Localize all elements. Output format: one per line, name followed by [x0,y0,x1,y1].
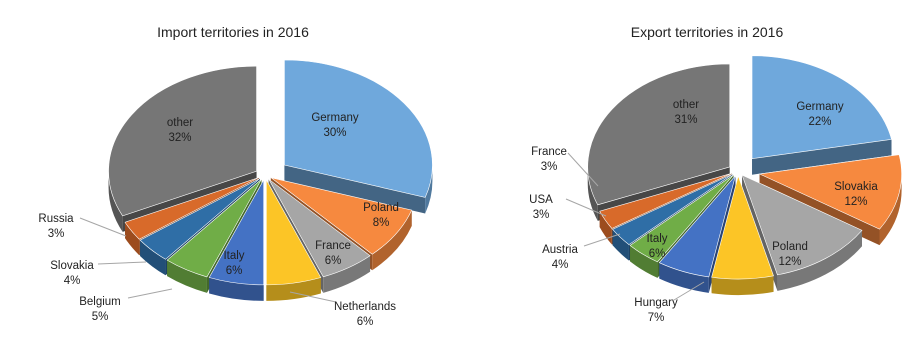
export-leader-line-usa [565,198,607,217]
export-label-value-slovakia: 12% [844,196,867,208]
import-slice-rim-0-france [323,255,371,293]
import-label-name-belgium: Belgium [79,296,121,308]
export-label-value-austria: 4% [552,259,569,271]
import-slice-italy [208,178,264,301]
import-slice-top-netherlands [266,178,322,286]
import-slice-top-belgium [166,179,262,278]
import-label-name-russia: Russia [38,213,74,225]
import-label-name-poland: Poland [363,202,399,214]
export-leader-line-france [567,152,599,187]
import-leader-line-russia [79,217,127,237]
import-slice-rim-0-italy [209,277,264,301]
export-slice-rim-0-france [599,211,612,245]
export-slice-rim-0-poland [777,230,863,291]
export-slice-top-other [587,63,731,206]
export-label-name-slovakia: Slovakia [834,181,878,193]
export-chart-title: Export territories in 2016 [631,24,784,40]
export-label-value-usa: 3% [533,209,550,221]
export-slice-top-hungary [711,175,774,280]
import-label-value-poland: 8% [373,217,390,229]
import-chart-title: Import territories in 2016 [157,24,309,40]
export-label-name-italy: Italy [646,233,667,245]
import-slice-rim-0-poland [372,210,412,271]
export-label-value-poland: 12% [778,256,801,268]
export-slice-rim-0-italy [659,262,709,293]
import-slice-top-germany [284,59,433,198]
export-slice-rim-0-other [587,166,598,221]
import-slice-rim-0-russia [125,222,140,256]
import-leader-line-netherlands [289,291,337,303]
export-slice-top-italy [658,175,736,278]
export-slice-rim-0-austria [630,245,658,278]
export-label-name-france: France [531,146,567,158]
import-slice-netherlands [266,178,322,301]
import-label-value-italy: 6% [226,265,243,277]
export-slice-top-poland [741,174,863,276]
export-label-name-poland: Poland [772,241,808,253]
export-slice-wall-1-germany [752,139,892,175]
export-leader-line-hungary [673,281,705,301]
export-slice-poland [741,174,863,291]
export-slice-hungary [711,175,774,296]
import-slice-rim-0-belgium [167,260,207,293]
import-pie-chart: Germany 30% Poland 8% France 6% Netherlands 6% I… [38,59,433,328]
export-slice-top-austria [629,174,734,263]
export-slice-top-usa [612,173,733,245]
import-slice-germany [284,59,433,214]
export-label-value-hungary: 7% [648,312,665,324]
export-slice-rim-0-usa [612,229,629,261]
import-slice-top-slovakia [139,178,261,260]
export-label-value-france: 3% [541,161,558,173]
import-slice-top-poland [270,177,413,255]
import-label-value-other: 32% [168,132,191,144]
import-leader-line-belgium [127,288,173,299]
import-label-name-other: other [167,117,193,129]
import-label-name-netherlands: Netherlands [334,301,396,313]
import-slice-rim-0-slovakia [140,240,166,276]
import-slice-top-france [268,178,371,278]
import-label-name-italy: Italy [223,250,244,262]
import-label-name-slovakia: Slovakia [50,260,94,272]
export-label-value-italy: 6% [649,248,666,260]
export-label-name-germany: Germany [796,101,844,113]
export-slice-rim-0-hungary [711,275,774,296]
import-slice-rim-0-netherlands [266,277,321,301]
export-label-value-other: 31% [674,114,697,126]
export-label-value-germany: 22% [808,116,831,128]
export-slice-top-germany [751,55,892,160]
import-label-value-belgium: 5% [92,311,109,323]
import-label-value-slovakia: 4% [64,275,81,287]
import-slice-top-other [108,65,257,217]
import-label-name-france: France [315,240,351,252]
export-slice-slovakia [758,154,902,246]
export-slice-top-france [599,173,732,229]
import-label-value-netherlands: 6% [357,316,374,328]
import-slice-rim-0-other [108,171,123,232]
export-slice-rim-0-slovakia [879,173,902,246]
export-label-name-other: other [673,99,699,111]
export-label-name-usa: USA [529,194,553,206]
import-slice-top-italy [208,178,264,286]
import-label-value-russia: 3% [48,228,65,240]
export-slice-germany [751,55,892,175]
import-slice-wall-1-germany [284,164,426,214]
export-pie-chart: Germany 22% Slovakia 12% Poland 12% Hungary 7% I… [529,55,902,324]
import-slice-top-russia [124,177,260,240]
export-label-name-hungary: Hungary [634,297,678,309]
export-slice-top-slovakia [758,154,902,230]
export-label-name-austria: Austria [542,244,578,256]
import-label-name-germany: Germany [311,112,359,124]
import-slice-rim-0-germany [425,164,433,214]
import-leader-line-slovakia [97,261,147,265]
export-leader-line-austria [583,233,621,247]
import-label-value-france: 6% [325,255,342,267]
import-label-value-germany: 30% [323,127,346,139]
